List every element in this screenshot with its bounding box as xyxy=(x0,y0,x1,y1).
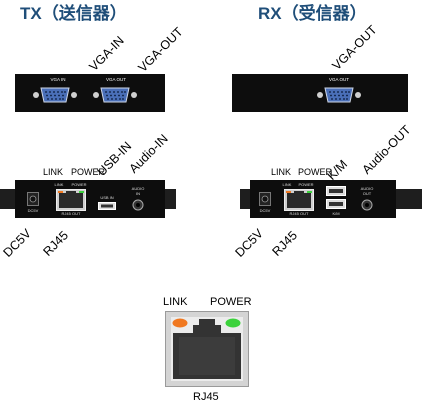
rx-rj45-link-label: LINK xyxy=(282,182,292,187)
rx-link-callout: LINK xyxy=(271,167,292,177)
rx-vga-out-port-label: VGA OUT xyxy=(328,77,349,82)
rx-audio-out-callout: Audio-OUT xyxy=(359,122,414,177)
rx-audio-label-2: OUT xyxy=(362,191,372,196)
rx-km-usb-bottom xyxy=(326,199,346,209)
rx-power-callout: POWER xyxy=(298,167,333,177)
rj45-power-led xyxy=(225,318,241,328)
rj45-detail-link-label: LINK xyxy=(163,296,188,308)
rx-vga-out-callout: VGA-OUT xyxy=(329,22,380,73)
tx-rj45-callout: RJ45 xyxy=(40,228,71,259)
rx-km-callout: K/M xyxy=(324,157,351,183)
rx-dc5v-callout: DC5V xyxy=(232,226,266,260)
rx-rj45-callout: RJ45 xyxy=(269,228,300,259)
tx-vga-in-callout: VGA-IN xyxy=(86,33,127,74)
tx-vga-out-callout: VGA-OUT xyxy=(135,24,186,75)
rx-km-usb-top xyxy=(326,186,346,196)
tx-dc-jack xyxy=(27,192,39,206)
rj45-detail-caption: RJ45 xyxy=(193,391,219,403)
tx-vga-out-port-label: VGA OUT xyxy=(105,77,126,82)
tx-audio-label-2: IN xyxy=(136,191,140,196)
tx-audio-in-callout: Audio-IN xyxy=(126,131,171,176)
rx-rj45-jack xyxy=(284,189,314,211)
rj45-detail-power-label: POWER xyxy=(210,296,252,308)
tx-rj45-port-label: RJ45 OUT xyxy=(61,211,81,216)
tx-usb-in-callout: USB-IN xyxy=(94,138,135,179)
tx-vga-in-port-label: VGA IN xyxy=(50,77,66,82)
tx-rear-panel xyxy=(15,180,165,218)
rx-dc-port-label: DC5V xyxy=(259,208,271,213)
rx-audio-jack xyxy=(361,199,373,211)
rx-dc-jack xyxy=(259,192,271,206)
rx-audio-label-1: AUDIO xyxy=(360,186,374,191)
rx-rj45-port-label: RJ45 OUT xyxy=(289,211,309,216)
rx-rear-panel xyxy=(250,180,396,218)
tx-usb-port-label: USB IN xyxy=(100,195,114,200)
rx-vga-out-connector xyxy=(316,86,362,104)
tx-rj45-link-label: LINK xyxy=(54,182,64,187)
tx-dc-port-label: DC5V xyxy=(27,208,39,213)
tx-front-panel xyxy=(15,74,165,112)
tx-link-callout: LINK xyxy=(43,167,64,177)
tx-vga-out-connector xyxy=(92,86,138,104)
tx-power-callout: POWER xyxy=(71,167,106,177)
tx-dc5v-callout: DC5V xyxy=(0,226,34,260)
rx-km-port-label: K/M xyxy=(332,211,340,216)
tx-audio-jack xyxy=(132,199,144,211)
rx-rj45-power-label: POWER xyxy=(298,182,314,187)
rx-title: RX（受信器） xyxy=(258,4,367,23)
tx-rj45-power-label: POWER xyxy=(71,182,87,187)
rj45-link-led xyxy=(172,318,188,328)
tx-audio-label-1: AUDIO xyxy=(131,186,145,191)
tx-rj45-jack xyxy=(56,189,86,211)
tx-vga-in-connector xyxy=(32,86,78,104)
tx-title: TX（送信器） xyxy=(20,4,127,23)
tx-usb-connector xyxy=(98,202,116,210)
